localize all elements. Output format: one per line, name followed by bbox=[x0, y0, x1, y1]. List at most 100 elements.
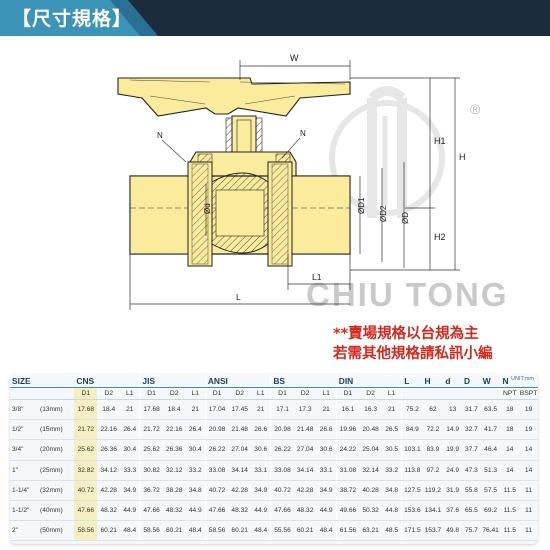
table-cell: 49.8 bbox=[443, 520, 463, 542]
table-cell: 153.7 bbox=[422, 520, 444, 542]
row-size-cell: 1-1/2" (40mm) bbox=[10, 500, 75, 522]
sub-cns-d2: D2 bbox=[97, 387, 121, 400]
row-size-cell: 1-1/4"(32mm) bbox=[10, 480, 75, 501]
size-inch: 1" bbox=[12, 466, 19, 474]
spec-table: SIZE CNS JIS ANSI BS DIN L H d D W N D1 … bbox=[10, 374, 538, 542]
table-cell: 113.8 bbox=[401, 460, 423, 481]
col-l: L bbox=[401, 374, 423, 388]
table-cell: 14 bbox=[519, 460, 538, 481]
table-cell: 34.9 bbox=[120, 480, 140, 501]
table-cell: 13 bbox=[443, 399, 463, 421]
table-cell: 153.6 bbox=[401, 500, 423, 522]
sub-n-npt: NPT bbox=[500, 387, 520, 400]
table-cell: 60.21 bbox=[293, 520, 317, 542]
table-cell: 76.41 bbox=[480, 520, 501, 542]
sub-cns-l1: L1 bbox=[120, 387, 140, 400]
size-mm: (13mm) bbox=[40, 406, 63, 414]
table-cell: 33.08 bbox=[270, 460, 294, 481]
table-cell: 18 bbox=[500, 419, 520, 441]
table-sub-header: D1 D2 L1 D1 D2 L1 D1 D2 L1 D1 D2 L1 D1 D… bbox=[10, 387, 538, 400]
table-cell: 72.2 bbox=[422, 419, 444, 441]
size-inch: 2" bbox=[12, 527, 19, 535]
table-cell: 32.82 bbox=[74, 460, 98, 481]
table-cell: 21 bbox=[251, 399, 271, 421]
table-cell: 19.9 bbox=[443, 439, 463, 461]
table-cell: 60.21 bbox=[228, 520, 252, 542]
col-jis: JIS bbox=[139, 374, 206, 388]
table-cell: 21.48 bbox=[293, 419, 317, 441]
table-cell: 47.3 bbox=[462, 460, 481, 481]
table-cell: 17.04 bbox=[204, 399, 229, 421]
row-size-cell: 1"(25mm) bbox=[10, 460, 75, 481]
label-h: H bbox=[459, 152, 466, 162]
table-cell: 63.21 bbox=[359, 520, 383, 542]
table-cell: 21.72 bbox=[74, 419, 98, 441]
table-cell: 34.14 bbox=[228, 460, 252, 481]
size-mm: (50mm) bbox=[40, 527, 63, 535]
table-cell: 44.9 bbox=[185, 500, 206, 522]
valve-handle bbox=[117, 77, 351, 117]
table-cell: 11 bbox=[519, 500, 538, 522]
table-cell: 46.4 bbox=[480, 439, 501, 461]
table-cell: 48.4 bbox=[251, 520, 271, 542]
table-cell: 75.7 bbox=[462, 520, 481, 542]
unit-label: UNIT:mm bbox=[511, 376, 534, 382]
table-cell: 84.9 bbox=[401, 419, 423, 441]
table-cell: 26.6 bbox=[316, 419, 337, 441]
right-pipe-end bbox=[287, 175, 351, 255]
col-cns: CNS bbox=[74, 374, 140, 388]
table-cell: 26.22 bbox=[270, 439, 294, 461]
table-cell: 33.3 bbox=[120, 460, 140, 481]
table-cell: 134.1 bbox=[422, 500, 444, 522]
table-cell: 119.2 bbox=[422, 480, 444, 501]
size-mm: (15mm) bbox=[40, 426, 63, 434]
table-cell: 19.96 bbox=[335, 419, 360, 441]
table-cell: 51.3 bbox=[480, 460, 501, 481]
table-cell: 21 bbox=[316, 399, 337, 421]
table-cell: 60.21 bbox=[97, 520, 121, 542]
table-cell: 48.4 bbox=[185, 520, 206, 542]
table-cell: 40.28 bbox=[359, 480, 383, 501]
table-cell: 24.9 bbox=[443, 460, 463, 481]
table-cell: 14 bbox=[500, 439, 520, 461]
table-cell: 48.32 bbox=[97, 500, 121, 522]
dimension-w bbox=[239, 60, 351, 80]
table-cell: 11.5 bbox=[500, 500, 520, 522]
table-cell: 34.9 bbox=[316, 480, 337, 501]
table-cell: 14 bbox=[519, 439, 538, 461]
table-cell: 55.8 bbox=[462, 480, 481, 501]
table-cell: 55.56 bbox=[270, 520, 294, 542]
size-inch: 1-1/4" bbox=[12, 486, 30, 494]
label-h1: H1 bbox=[434, 136, 446, 146]
size-inch: 1-1/2" bbox=[12, 507, 30, 515]
sub-ansi-l1: L1 bbox=[251, 387, 271, 400]
table-cell: 30.4 bbox=[120, 439, 140, 461]
table-cell: 63.5 bbox=[480, 399, 501, 421]
table-cell: 65.5 bbox=[462, 500, 481, 522]
size-mm: (40mm) bbox=[40, 507, 63, 515]
col-h: H bbox=[422, 374, 444, 388]
sub-n-bspt: BSPT bbox=[519, 387, 538, 400]
table-cell: 21 bbox=[120, 399, 140, 421]
table-cell: 31.9 bbox=[443, 480, 463, 501]
table-cell: 42.28 bbox=[293, 480, 317, 501]
table-cell: 34.12 bbox=[97, 460, 121, 481]
table-cell: 47.66 bbox=[204, 500, 229, 522]
table-cell: 37.6 bbox=[443, 500, 463, 522]
table-cell: 58.56 bbox=[74, 520, 98, 542]
label-h2: H2 bbox=[434, 232, 446, 242]
row-size-cell: 3/8"(13mm) bbox=[10, 399, 75, 421]
table-cell: 18.4 bbox=[162, 399, 186, 421]
table-cell: 26.36 bbox=[162, 439, 186, 461]
page-title: 【尺寸規格】 bbox=[12, 8, 133, 30]
sub-din-d1: D1 bbox=[335, 387, 360, 400]
table-cell: 171.5 bbox=[401, 520, 423, 542]
table-cell: 30.6 bbox=[316, 439, 337, 461]
col-n: N bbox=[500, 374, 538, 388]
label-d: Ød bbox=[203, 203, 212, 214]
table-cell: 83.9 bbox=[422, 439, 444, 461]
watermark-logo bbox=[329, 86, 445, 218]
